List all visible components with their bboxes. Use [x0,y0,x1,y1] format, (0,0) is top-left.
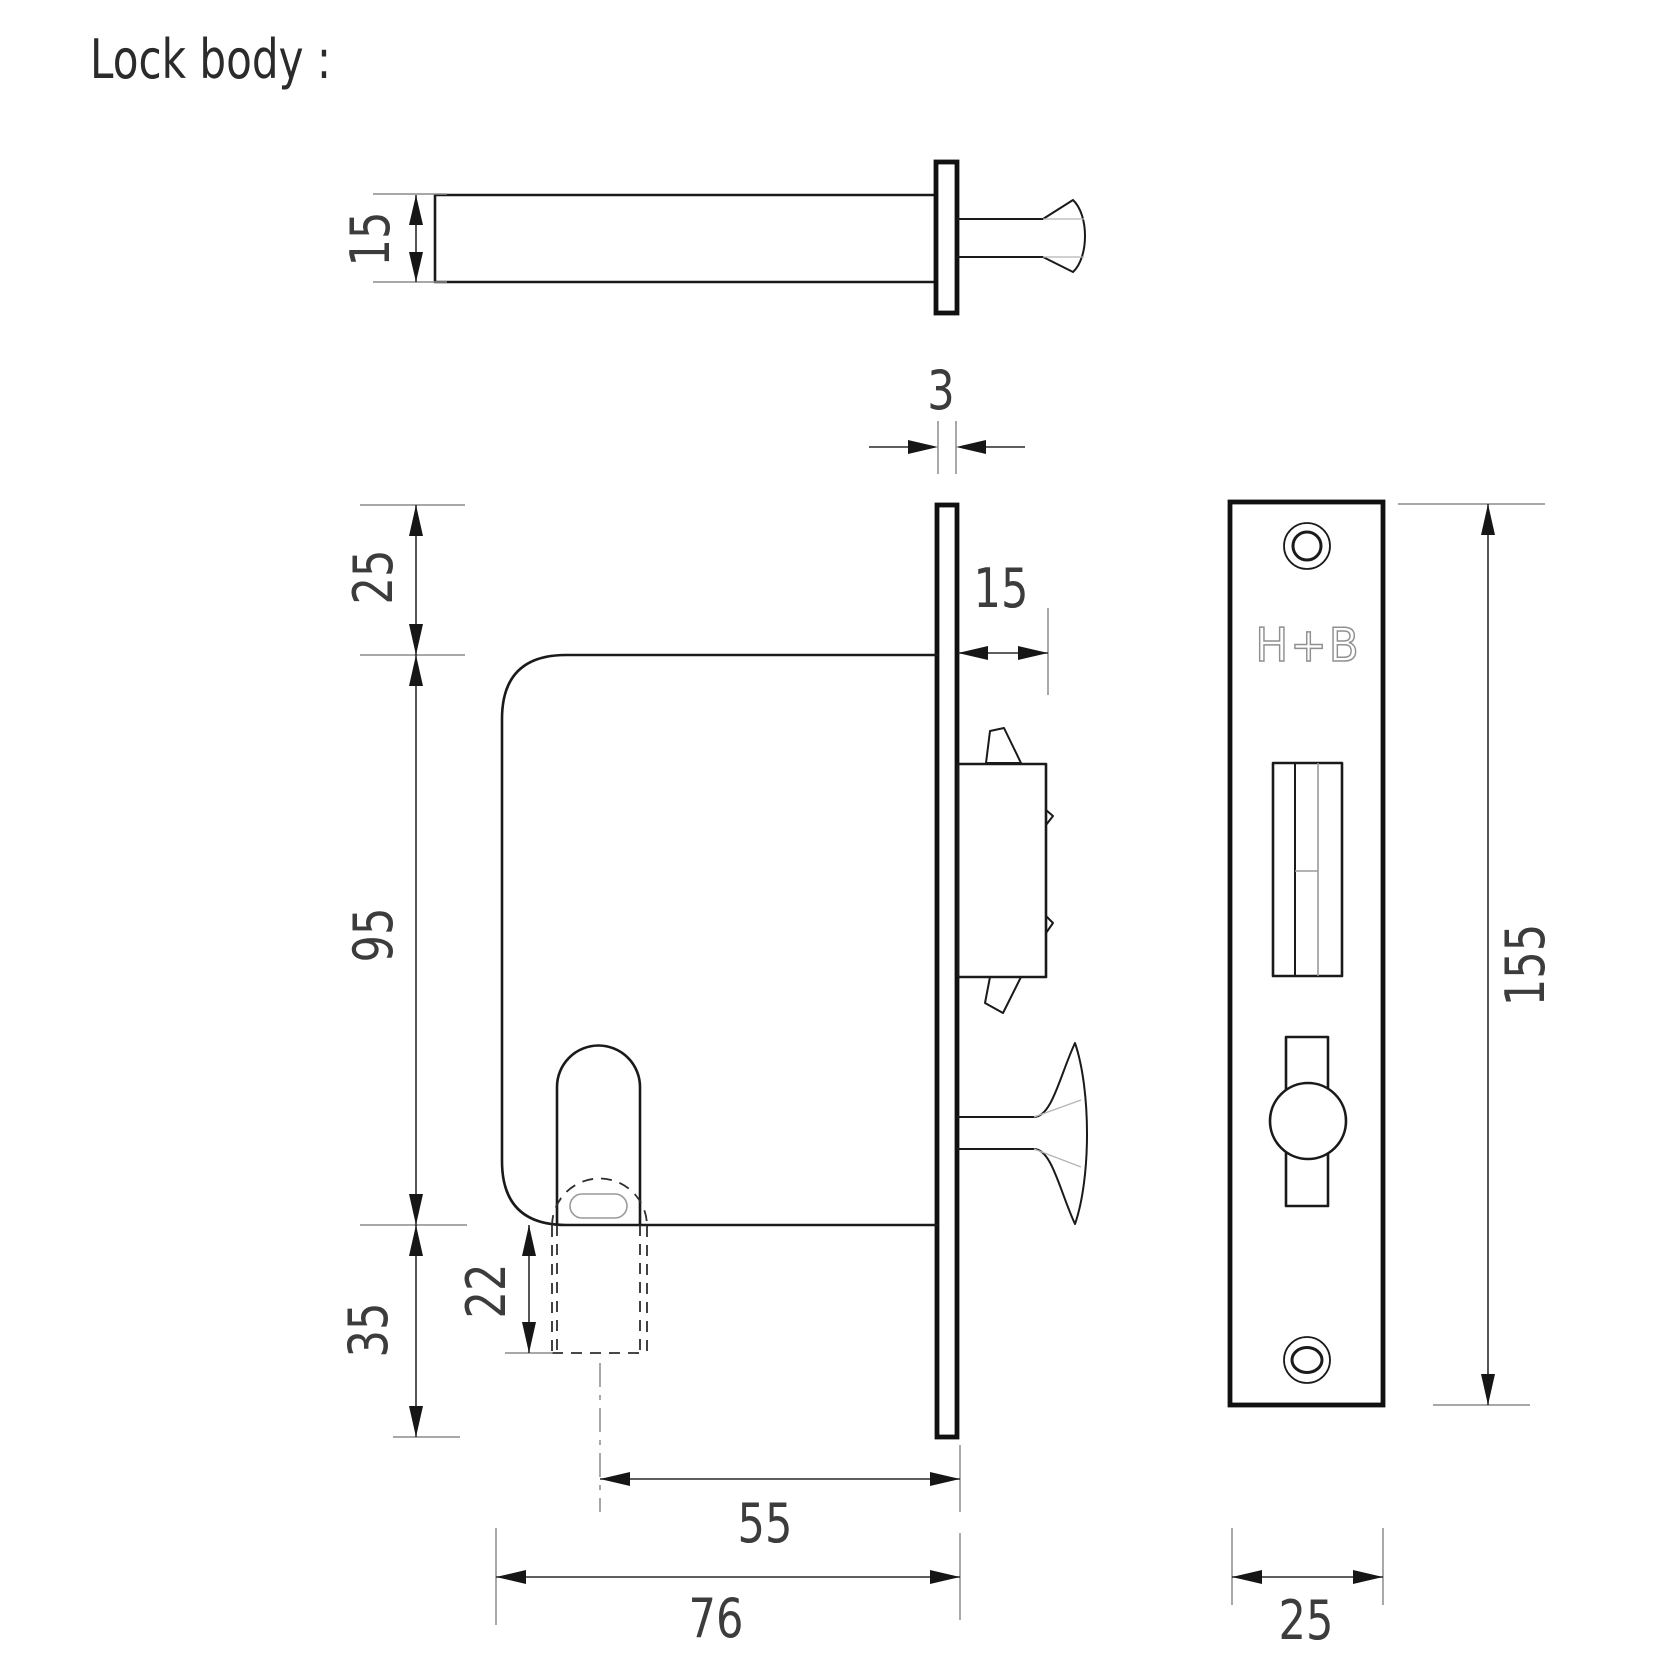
arrowhead-up [409,655,423,686]
dim-label-faceplate-width: 25 [1279,1590,1334,1653]
dim-label-hook-drop: 22 [456,1264,519,1319]
top-view-knob-profile [957,199,1086,273]
latch-bolt-right-lug-upper [1045,809,1054,826]
dim-label-faceplate-height: 155 [1495,924,1558,1006]
arrowhead-up [409,505,423,536]
arrowhead-left [956,440,986,454]
pull-hook-arch [555,1044,642,1227]
pull-hook-extended-arc [551,1177,648,1227]
arrowhead-down [522,1322,536,1353]
dim-label-top-offset: 25 [343,550,406,605]
front-view-lock-case [500,653,939,1227]
arrowhead-down [409,1194,423,1225]
top-screw-countersink [1283,522,1331,570]
arrowhead-down [1481,1374,1495,1405]
arrowhead-down [409,1406,423,1437]
faceplate-view: H+B 155 25 [1227,499,1558,1653]
bottom-screw-countersink [1283,1336,1331,1384]
arrowhead-down [409,252,423,282]
top-view-faceplate-edge [933,159,960,316]
front-view-knob-cone-line-lower [1033,1148,1082,1168]
arrowhead-down [409,624,423,655]
arrowhead-left [1232,1570,1262,1584]
arrowhead-right [1353,1570,1383,1584]
dim-label-body-depth: 76 [689,1588,744,1651]
latch-bolt-top-claw [985,727,1022,764]
dim-label-center-to-edge: 55 [738,1493,793,1556]
arrowhead-right [930,1472,960,1486]
arrowhead-right [1018,646,1048,660]
latch-bolt-body [956,762,1048,979]
latch-bolt-bottom-claw [984,976,1022,1014]
top-view-body-outline [433,193,938,284]
arrowhead-left [496,1570,526,1584]
top-view: 15 [340,159,1086,316]
arrowhead-up [409,195,423,225]
arrowhead-right [930,1570,960,1584]
latch-opening [1271,761,1344,978]
brand-engraving: H+B [1255,618,1360,672]
pull-hook-finger-slot [569,1193,628,1219]
arrowhead-left [958,646,988,660]
dim-label-bottom-offset: 35 [338,1303,401,1358]
front-view-faceplate-edge [934,502,960,1440]
page-title: Lock body : [90,29,331,91]
arrowhead-up [522,1225,536,1256]
dim-label-body-height: 95 [343,908,406,963]
faceplate-outline [1227,499,1386,1408]
front-view-knob-cone-line-upper [1033,1099,1082,1118]
arrowhead-up [1481,504,1495,535]
latch-bolt-right-lug-lower [1045,915,1054,934]
knob-front [1268,1081,1348,1161]
top-screw-hole [1291,530,1323,562]
arrowhead-right [908,440,938,454]
dim-label-latch-projection: 15 [974,558,1029,621]
arrowhead-up [409,1225,423,1256]
front-view: 3 15 25 95 35 22 55 [338,360,1088,1651]
front-view-knob-profile [957,1042,1088,1225]
bottom-screw-hole [1290,1346,1324,1374]
arrowhead-left [600,1472,630,1486]
dim-label-top-thickness: 15 [340,212,403,267]
dim-label-plate-thickness: 3 [927,360,954,423]
